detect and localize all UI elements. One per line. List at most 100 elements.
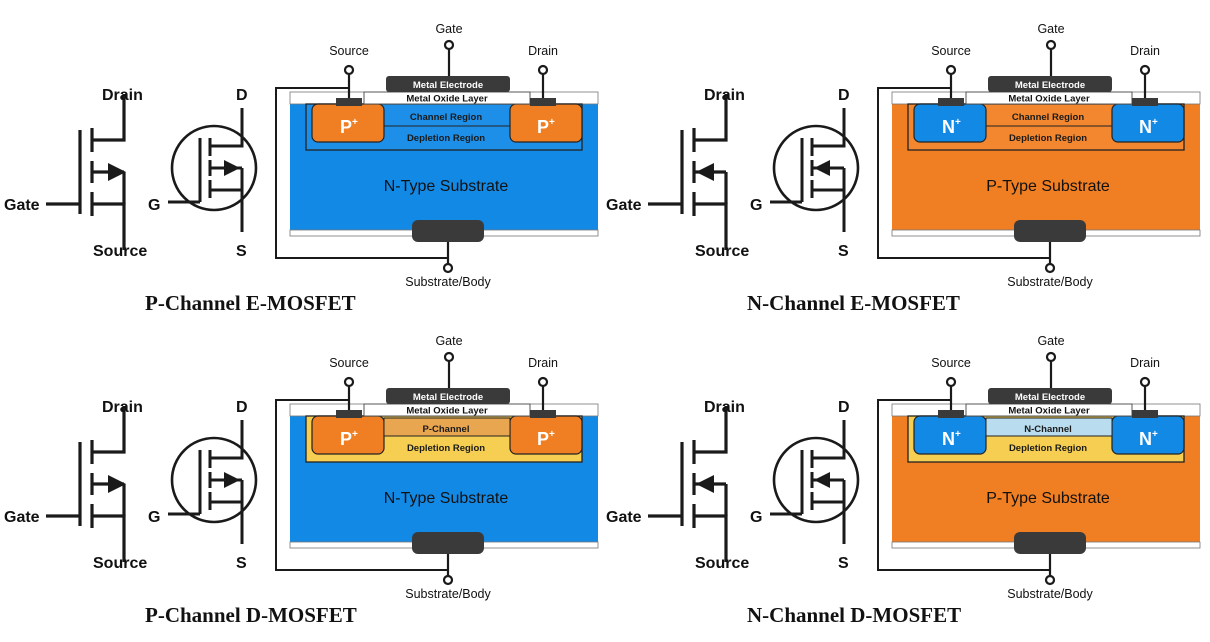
source-well-label: P+ [340,117,358,137]
body-terminal-label: Substrate/Body [405,587,491,601]
g-label: G [750,197,762,214]
n-channel-d-mosfet-panel: DrainGateSourceDGSN+N+N-ChannelDepletion… [606,334,1201,627]
substrate-label: P-Type Substrate [986,178,1110,195]
body-terminal [1044,242,1056,274]
source-well-label: N+ [942,429,961,449]
source-well-label: P+ [340,429,358,449]
d-label: D [838,87,850,104]
metal-electrode [988,388,1112,404]
body-wire [877,87,1050,259]
metal-oxide-label: Metal Oxide Layer [1008,94,1090,105]
drain-contact [530,98,556,106]
body-terminal [1044,554,1056,586]
body-terminal [442,554,454,586]
source-label: Source [695,555,749,572]
metal-electrode [386,388,510,404]
metal-electrode [386,76,510,92]
source-terminal [945,64,957,98]
well-letter: P [537,117,549,137]
drain-terminal-label: Drain [1130,44,1160,58]
s-label: S [838,555,849,572]
drain-well-label: P+ [537,117,555,137]
drain-terminal [1139,64,1151,98]
gate-terminal [1045,39,1057,76]
well-letter: N [1139,117,1152,137]
channel-region-label: Channel Region [410,112,483,123]
channel-arrow-icon [696,475,714,493]
source-terminal [343,64,355,98]
d-label: D [236,87,248,104]
well-sup: + [352,429,358,440]
body-terminal-label: Substrate/Body [1007,587,1093,601]
source-contact [938,98,964,106]
well-letter: P [537,429,549,449]
source-label: Source [93,243,147,260]
g-label: G [148,509,160,526]
drain-well-label: N+ [1139,117,1158,137]
source-terminal-label: Source [931,356,971,370]
gate-terminal-label: Gate [435,22,462,36]
channel-arrow-icon [696,163,714,181]
drain-contact [1132,410,1158,418]
source-terminal-label: Source [329,356,369,370]
substrate-label: N-Type Substrate [384,178,509,195]
source-terminal [343,376,355,410]
channel-region-label: N-Channel [1024,424,1072,435]
channel-arrow-icon [814,160,830,176]
drain-label: Drain [102,399,143,416]
source-well-label: N+ [942,117,961,137]
mosfet-symbol-body [680,94,728,250]
gate-terminal-label: Gate [435,334,462,348]
s-label: S [236,555,247,572]
drain-contact [1132,98,1158,106]
source-label: Source [695,243,749,260]
drain-label: Drain [704,399,745,416]
mosfet-symbol-circled: D G S [148,87,258,260]
channel-arrow-icon [224,472,240,488]
source-contact [336,98,362,106]
depletion-region-label: Depletion Region [1009,133,1087,144]
drain-terminal-label: Drain [1130,356,1160,370]
channel-region-label: Channel Region [1012,112,1085,123]
metal-electrode-label: Metal Electrode [413,80,483,91]
source-terminal-label: Source [931,44,971,58]
channel-arrow-icon [814,472,830,488]
panel-title: P-Channel D-MOSFET [145,603,357,627]
mosfet-symbol-body [78,406,126,562]
well-letter: N [1139,429,1152,449]
gate-terminal [1045,351,1057,388]
source-label: Source [93,555,147,572]
metal-oxide-label: Metal Oxide Layer [1008,406,1090,417]
channel-arrow-icon [108,163,126,181]
metal-electrode-label: Metal Electrode [1015,80,1085,91]
mosfet-symbol-circled: DGS [148,399,258,572]
p-channel-d-mosfet-panel: DrainGateSourceDGSP+P+P-ChannelDepletion… [4,334,599,627]
body-terminal-label: Substrate/Body [1007,275,1093,289]
mosfet-symbol-circled: DGS [750,399,860,572]
g-label: G [148,197,160,214]
body-wire [877,399,1050,571]
drain-label: Drain [704,87,745,104]
metal-electrode-label: Metal Electrode [413,392,483,403]
drain-contact [530,410,556,418]
source-contact [336,410,362,418]
drain-terminal [537,64,549,98]
well-sup: + [1152,429,1158,440]
source-contact [938,410,964,418]
panel-title: N-Channel E-MOSFET [747,291,960,315]
well-letter: P [340,117,352,137]
drain-well-label: P+ [537,429,555,449]
drain-terminal-label: Drain [528,356,558,370]
panel-title: P-Channel E-MOSFET [145,291,356,315]
channel-band [985,417,1113,437]
body-terminal-label: Substrate/Body [405,275,491,289]
channel-band [383,417,511,437]
s-label: S [236,243,247,260]
well-sup: + [955,117,961,128]
